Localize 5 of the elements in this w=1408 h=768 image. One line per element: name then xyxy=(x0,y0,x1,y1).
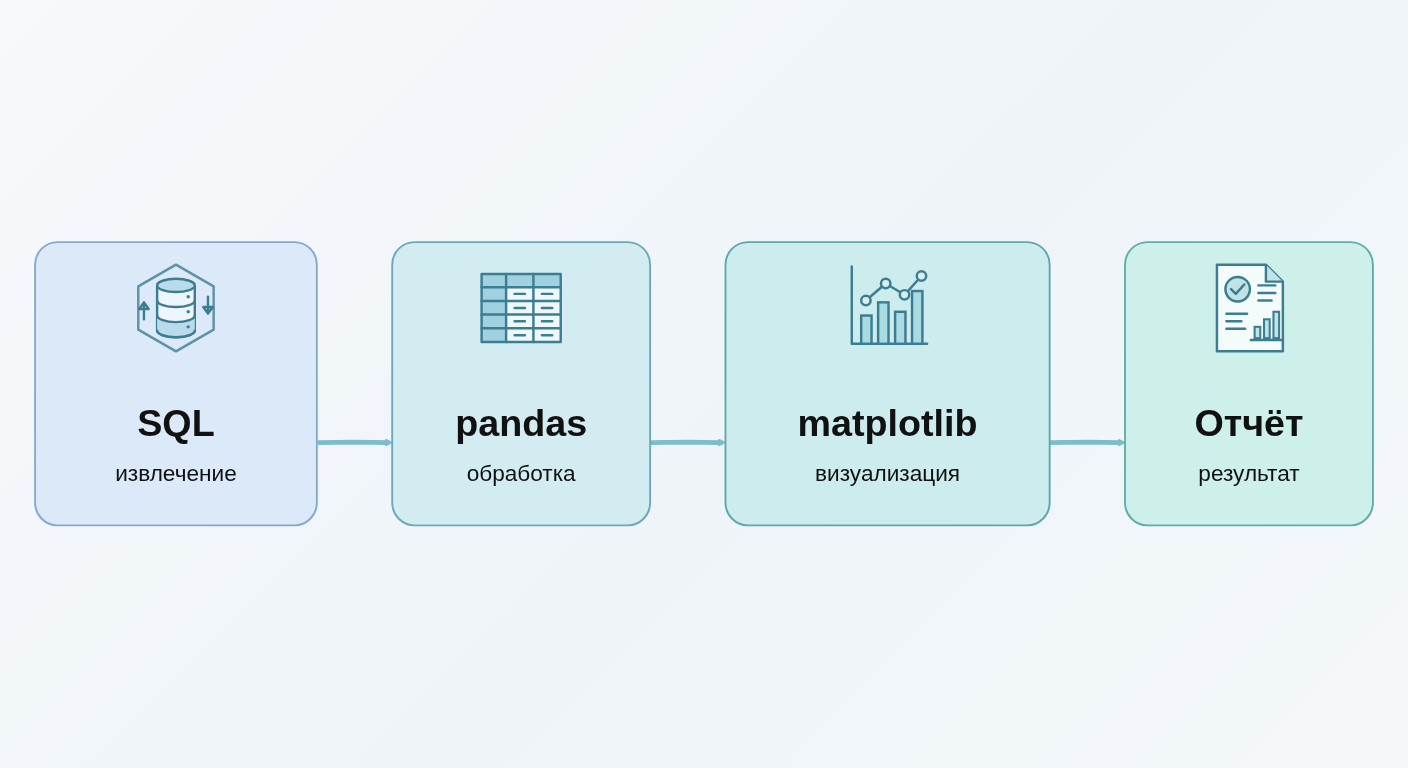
node-box: pandas обработка xyxy=(391,241,652,527)
node-box: Отчёт результат xyxy=(1124,241,1374,527)
node-box: matplotlib визуализация xyxy=(724,241,1051,527)
arrow xyxy=(1050,438,1126,447)
node-box: SQL извлечение xyxy=(34,241,318,527)
